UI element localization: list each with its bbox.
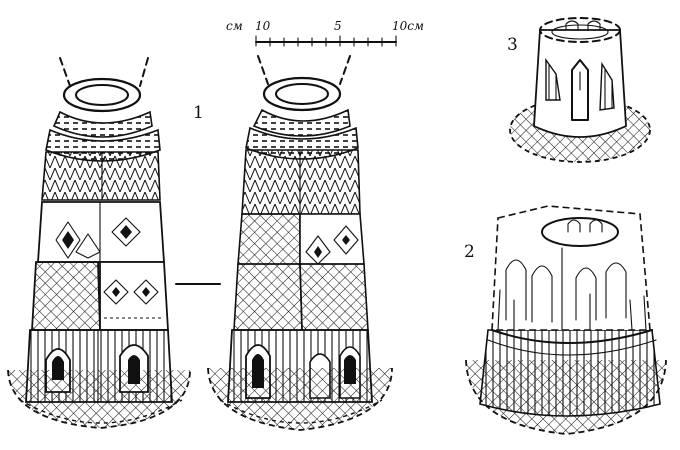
object-2-fragment	[465, 205, 667, 435]
scale-unit-label: см	[226, 19, 243, 33]
label-object-2: 2	[464, 242, 475, 262]
object-3-fragment	[509, 17, 651, 163]
scale-bar: см 10 5 10см	[226, 19, 424, 47]
scale-tick-zero: 10	[255, 19, 271, 33]
scale-tick-end: 10см	[392, 19, 424, 33]
object-1-front-view	[7, 57, 191, 429]
scale-tick-mid: 5	[334, 19, 342, 33]
label-object-1: 1	[193, 103, 204, 123]
label-object-3: 3	[507, 35, 518, 55]
object-1-side-view	[207, 55, 393, 431]
